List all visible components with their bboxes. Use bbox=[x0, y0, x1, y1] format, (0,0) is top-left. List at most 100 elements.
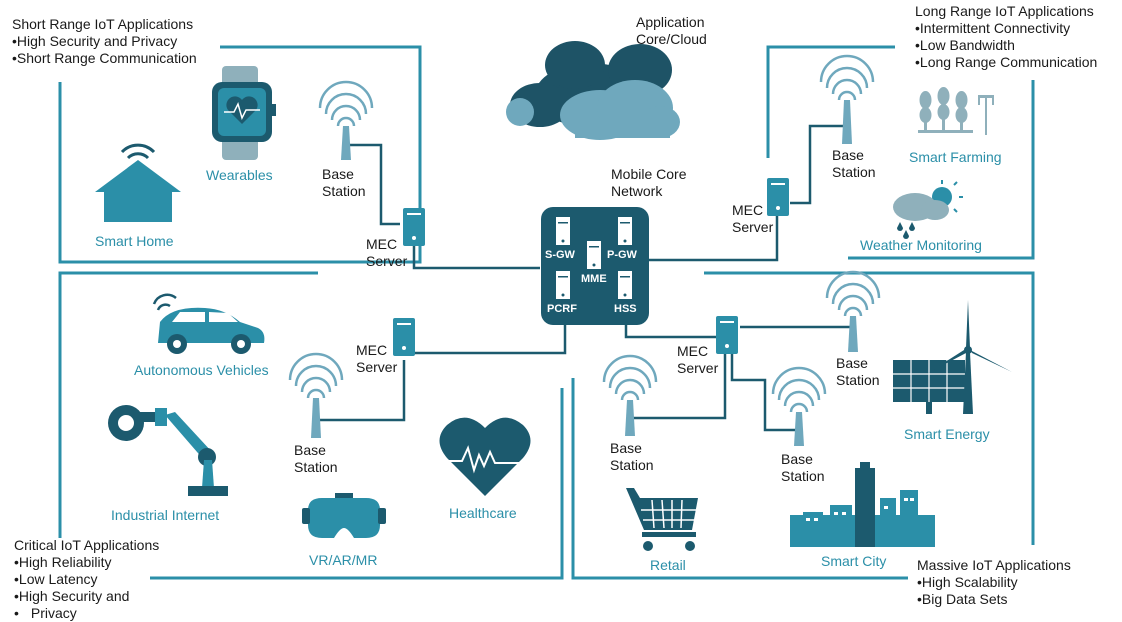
connections bbox=[318, 124, 855, 432]
critical-bullets: High Reliability Low Latency High Securi… bbox=[14, 554, 159, 622]
wearables-label: Wearables bbox=[206, 167, 273, 183]
base-station-label-line2: Station bbox=[832, 164, 876, 180]
smart-farming-icon bbox=[918, 87, 994, 135]
short-range-bullet: High Security and Privacy bbox=[12, 33, 197, 50]
frame-short-range bbox=[58, 45, 422, 264]
link-mec3-bs3 bbox=[318, 360, 406, 422]
link-core-mec4 bbox=[624, 325, 718, 339]
frame-massive-bottom bbox=[571, 378, 908, 580]
massive-bullet: High Scalability bbox=[917, 574, 1071, 591]
mec-server-icons bbox=[393, 178, 789, 356]
link-mec4-bs6 bbox=[730, 352, 800, 432]
mec-server-icon bbox=[403, 208, 425, 246]
massive-bullet: Big Data Sets bbox=[917, 591, 1071, 608]
mec-label-line2: Server bbox=[732, 219, 774, 235]
smart-home-label: Smart Home bbox=[95, 233, 174, 249]
mec-server-icon bbox=[767, 178, 789, 216]
mec-label-line1: MEC bbox=[732, 202, 764, 218]
base-station-label-line2: Station bbox=[610, 457, 654, 473]
cloud-label: Application Core/Cloud bbox=[636, 14, 707, 48]
mec-label-line1: MEC bbox=[356, 342, 388, 358]
weather-monitoring-label: Weather Monitoring bbox=[860, 237, 982, 253]
critical-bullet: High Security and bbox=[14, 588, 159, 605]
long-range-region: Long Range IoT Applications Intermittent… bbox=[915, 3, 1097, 71]
mec-server-icon bbox=[716, 316, 738, 354]
link-mec2-bs2 bbox=[790, 124, 848, 205]
mec-label-line2: Server bbox=[356, 359, 398, 375]
wearable-watch-icon bbox=[212, 66, 276, 160]
cloud-label-line2: Core/Cloud bbox=[636, 31, 707, 47]
mobile-core-box bbox=[541, 207, 649, 325]
base-station-icon bbox=[318, 80, 374, 160]
base-station-label-line1: Base bbox=[294, 442, 326, 458]
core-component-sgw: S-GW bbox=[545, 249, 575, 261]
critical-region: Critical IoT Applications High Reliabili… bbox=[14, 537, 159, 622]
smart-energy-icon bbox=[893, 300, 1012, 414]
industrial-robot-icon bbox=[108, 405, 228, 496]
critical-bullet: High Reliability bbox=[14, 554, 159, 571]
long-range-bullet: Intermittent Connectivity bbox=[915, 20, 1097, 37]
base-station-label-line2: Station bbox=[294, 459, 338, 475]
long-range-bullets: Intermittent Connectivity Low Bandwidth … bbox=[915, 20, 1097, 71]
autonomous-vehicle-icon bbox=[152, 293, 265, 354]
mec-label-line1: MEC bbox=[677, 343, 709, 359]
base-station-icon bbox=[288, 352, 344, 438]
massive-bullets: High Scalability Big Data Sets bbox=[917, 574, 1071, 608]
base-station-label-line2: Station bbox=[836, 372, 880, 388]
base-station-label-line2: Station bbox=[322, 183, 366, 199]
core-component-hss: HSS bbox=[614, 303, 637, 315]
retail-cart-icon bbox=[626, 488, 698, 551]
critical-title: Critical IoT Applications bbox=[14, 537, 160, 553]
link-mec4-bs5 bbox=[628, 350, 727, 420]
healthcare-heart-icon bbox=[439, 417, 531, 496]
mec-label-line2: Server bbox=[677, 360, 719, 376]
base-station-label-line1: Base bbox=[781, 451, 813, 467]
smart-farming-label: Smart Farming bbox=[909, 149, 1002, 165]
autonomous-vehicles-label: Autonomous Vehicles bbox=[134, 362, 269, 378]
frame-long-range-right bbox=[848, 80, 1035, 260]
core-component-pcrf: PCRF bbox=[547, 303, 577, 315]
short-range-title: Short Range IoT Applications bbox=[12, 16, 194, 32]
base-station-label-line1: Base bbox=[610, 440, 642, 456]
frame-massive bbox=[704, 271, 1035, 545]
base-station-icon bbox=[771, 366, 827, 446]
healthcare-label: Healthcare bbox=[449, 505, 517, 521]
mec-label-line2: Server bbox=[366, 253, 408, 269]
industrial-internet-label: Industrial Internet bbox=[111, 507, 220, 523]
core-component-mme: MME bbox=[581, 273, 607, 285]
cloud-label-line1: Application bbox=[636, 14, 705, 30]
base-station-icon bbox=[825, 270, 881, 352]
smart-city-icon bbox=[790, 462, 935, 547]
link-core-mec2 bbox=[648, 212, 779, 262]
smart-home-icon bbox=[95, 143, 181, 222]
base-station-label-line1: Base bbox=[836, 355, 868, 371]
retail-label: Retail bbox=[650, 557, 686, 573]
frame-long-range bbox=[766, 45, 895, 158]
critical-bullet-text: Privacy bbox=[30, 605, 77, 621]
smart-energy-label: Smart Energy bbox=[904, 426, 990, 442]
frame-critical bbox=[58, 271, 318, 538]
vr-ar-mr-label: VR/AR/MR bbox=[309, 552, 378, 568]
mec-label-line1: MEC bbox=[366, 236, 398, 252]
base-station-label-line1: Base bbox=[832, 147, 864, 163]
link-mec1-core bbox=[412, 246, 540, 270]
short-range-bullets: High Security and Privacy Short Range Co… bbox=[12, 33, 197, 67]
long-range-title: Long Range IoT Applications bbox=[915, 3, 1094, 19]
massive-title: Massive IoT Applications bbox=[917, 557, 1071, 573]
base-station-icons bbox=[288, 54, 881, 446]
massive-region: Massive IoT Applications High Scalabilit… bbox=[917, 557, 1071, 608]
cloud-icon bbox=[506, 41, 680, 140]
mec-server-icon bbox=[393, 318, 415, 356]
vr-headset-icon bbox=[302, 493, 386, 538]
long-range-bullet: Low Bandwidth bbox=[915, 37, 1097, 54]
